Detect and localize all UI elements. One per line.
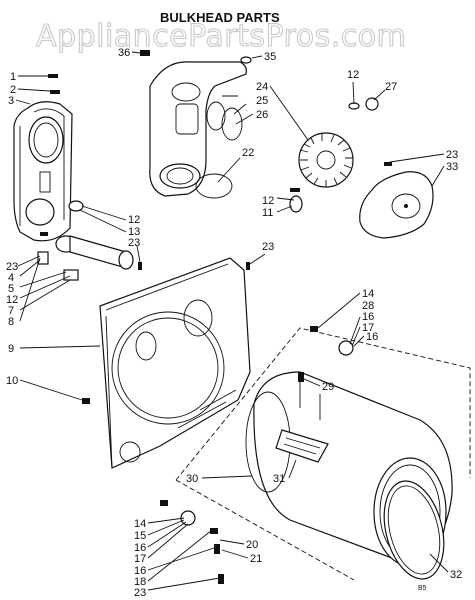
callout-17-right: 17: [362, 322, 374, 334]
callout-1: 1: [10, 71, 16, 83]
callout-4: 4: [8, 272, 14, 284]
dashed-outline-lower: [175, 479, 355, 581]
callout-14-right: 14: [362, 288, 374, 300]
idler-assembly: [37, 235, 134, 281]
callout-23-blower: 23: [446, 149, 458, 161]
callout-labels: 36 35 1 2 3 12 27 24 25 26 22 23 33 12 1…: [6, 47, 462, 599]
callout-17-bottom: 17: [134, 553, 146, 565]
callout-16-bottom: 16: [134, 542, 146, 554]
front-panel: [13, 101, 73, 242]
bulkhead-panel: [99, 257, 251, 469]
callout-30: 30: [186, 473, 198, 485]
callout-10: 10: [6, 375, 18, 387]
callout-26: 26: [256, 109, 268, 121]
callout-7: 7: [8, 305, 14, 317]
callout-35: 35: [264, 51, 276, 63]
callout-23-left: 23: [128, 237, 140, 249]
drum-seal-inner: [387, 485, 441, 575]
callout-16-bottom-b: 16: [134, 565, 146, 577]
callout-2: 2: [10, 84, 16, 96]
dashed-outline: [175, 327, 471, 481]
leader-lines: [15, 51, 449, 591]
blower-wheel: [298, 132, 354, 188]
callout-33: 33: [446, 161, 458, 173]
callout-23-side: 23: [6, 261, 18, 273]
callout-15: 15: [134, 530, 146, 542]
callout-21: 21: [250, 553, 262, 565]
diagram-title: BULKHEAD PARTS: [160, 10, 280, 25]
callout-9: 9: [8, 343, 14, 355]
callout-27: 27: [385, 81, 397, 93]
footer-code: B5: [418, 585, 427, 592]
blower-housing: [359, 171, 434, 239]
callout-25: 25: [256, 95, 268, 107]
callout-32: 32: [450, 569, 462, 581]
callout-22: 22: [242, 147, 254, 159]
callout-12-mid: 12: [262, 195, 274, 207]
hardware: [40, 50, 392, 584]
callout-12-top: 12: [347, 69, 359, 81]
callout-23-panel: 23: [262, 241, 274, 253]
callout-11: 11: [262, 207, 273, 219]
callout-3: 3: [8, 95, 14, 107]
callout-12-left: 12: [128, 214, 140, 226]
callout-36: 36: [118, 47, 130, 59]
callout-31: 31: [273, 473, 285, 485]
callout-28: 28: [362, 300, 374, 312]
callout-18: 18: [134, 576, 146, 588]
drum-seal: [383, 480, 445, 580]
callout-20: 20: [246, 539, 258, 551]
callout-8: 8: [8, 316, 14, 328]
callout-29: 29: [322, 381, 334, 393]
callout-23-bottom: 23: [134, 587, 146, 599]
callout-13: 13: [128, 226, 140, 238]
callout-24: 24: [256, 81, 268, 93]
watermark: AppliancePartsPros.com: [36, 19, 406, 54]
exhaust-duct: [149, 61, 247, 199]
callout-14-bottom: 14: [134, 518, 146, 530]
callout-16-right: 16: [362, 311, 374, 323]
callout-5: 5: [8, 283, 14, 295]
callout-16-right-b: 16: [366, 331, 378, 343]
callout-12-side: 12: [6, 294, 18, 306]
